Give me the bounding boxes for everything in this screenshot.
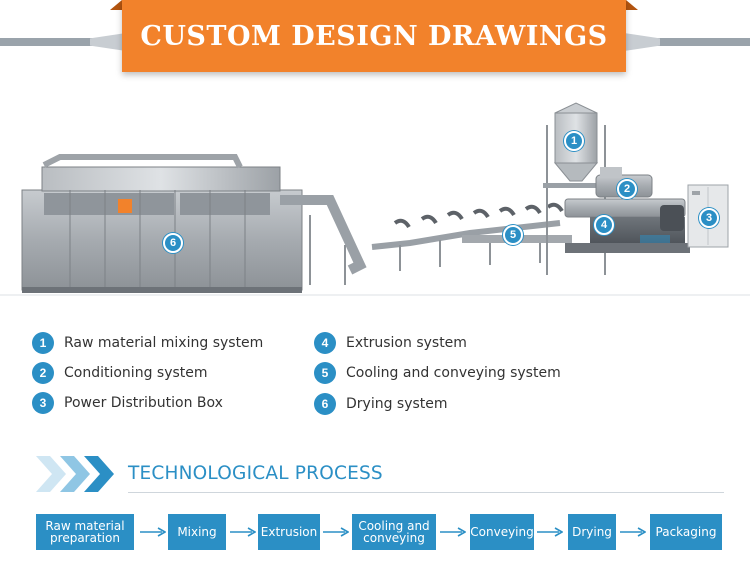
legend-item: 1 Raw material mixing system <box>32 332 263 354</box>
badge-label: 6 <box>169 237 177 249</box>
legend-number: 5 <box>314 362 336 384</box>
badge-cooling-conveying: 5 <box>503 225 523 245</box>
process-step: Raw material preparation <box>36 514 134 550</box>
step-label-line1: Mixing <box>177 525 217 539</box>
badge-extrusion-system: 4 <box>594 215 614 235</box>
badge-label: 1 <box>570 135 578 147</box>
legend-label: Power Distribution Box <box>64 395 223 411</box>
arrow-right-icon <box>537 527 563 537</box>
process-title: TECHNOLOGICAL PROCESS <box>128 463 383 484</box>
badge-label: 4 <box>600 219 608 231</box>
production-line-drawing <box>0 102 750 296</box>
legend-label: Cooling and conveying system <box>346 365 561 381</box>
process-step: Drying <box>568 514 616 550</box>
step-label-line2: preparation <box>50 531 120 545</box>
arrow-right-icon <box>323 527 349 537</box>
badge-label: 3 <box>705 212 713 224</box>
banner-fold-left <box>110 0 122 10</box>
legend-label: Drying system <box>346 396 448 412</box>
legend-item: 5 Cooling and conveying system <box>314 362 561 384</box>
legend-label: Extrusion system <box>346 335 467 351</box>
legend-item: 4 Extrusion system <box>314 332 467 354</box>
arrow-right-icon <box>440 527 466 537</box>
step-label-line1: Packaging <box>655 525 717 539</box>
legend-label: Conditioning system <box>64 365 208 381</box>
dryer-unit <box>21 154 303 293</box>
banner-bar-accent-right <box>624 33 660 51</box>
badge-label: 2 <box>623 183 631 195</box>
badge-label: 5 <box>509 229 517 241</box>
process-step: Packaging <box>650 514 722 550</box>
process-divider <box>128 492 724 493</box>
step-label-line1: Cooling and <box>358 519 430 533</box>
step-label-line1: Drying <box>572 525 612 539</box>
process-step: Mixing <box>168 514 226 550</box>
chevron-arrows-icon <box>36 456 114 492</box>
legend-number: 1 <box>32 332 54 354</box>
production-line-illustration: 1 2 3 4 5 6 <box>0 95 750 310</box>
process-step: Extrusion <box>258 514 320 550</box>
step-label-line1: Raw material <box>45 519 125 533</box>
legend-number: 6 <box>314 393 336 415</box>
process-step: Conveying <box>470 514 534 550</box>
legend-item: 2 Conditioning system <box>32 362 208 384</box>
arrow-right-icon <box>620 527 646 537</box>
banner-box: CUSTOM DESIGN DRAWINGS <box>122 0 626 72</box>
cooling-conveyor <box>371 202 572 271</box>
legend-item: 6 Drying system <box>314 393 448 415</box>
step-label-line2: conveying <box>363 531 425 545</box>
legend-number: 2 <box>32 362 54 384</box>
badge-conditioning-system: 2 <box>617 179 637 199</box>
page-title: CUSTOM DESIGN DRAWINGS <box>140 20 608 52</box>
banner-bar-accent-left <box>90 33 126 51</box>
legend-item: 3 Power Distribution Box <box>32 392 223 414</box>
arrow-right-icon <box>230 527 256 537</box>
badge-mixing-system: 1 <box>564 131 584 151</box>
banner-fold-right <box>626 0 638 10</box>
legend-label: Raw material mixing system <box>64 335 264 351</box>
step-label-line1: Extrusion <box>260 525 318 539</box>
legend-number: 4 <box>314 332 336 354</box>
badge-drying-system: 6 <box>163 233 183 253</box>
process-flow: Raw material preparation Mixing Extrusio… <box>0 514 750 554</box>
badge-power-box: 3 <box>699 208 719 228</box>
process-step: Cooling and conveying <box>352 514 436 550</box>
arrow-right-icon <box>140 527 166 537</box>
step-label-line1: Conveying <box>470 525 534 539</box>
legend-number: 3 <box>32 392 54 414</box>
